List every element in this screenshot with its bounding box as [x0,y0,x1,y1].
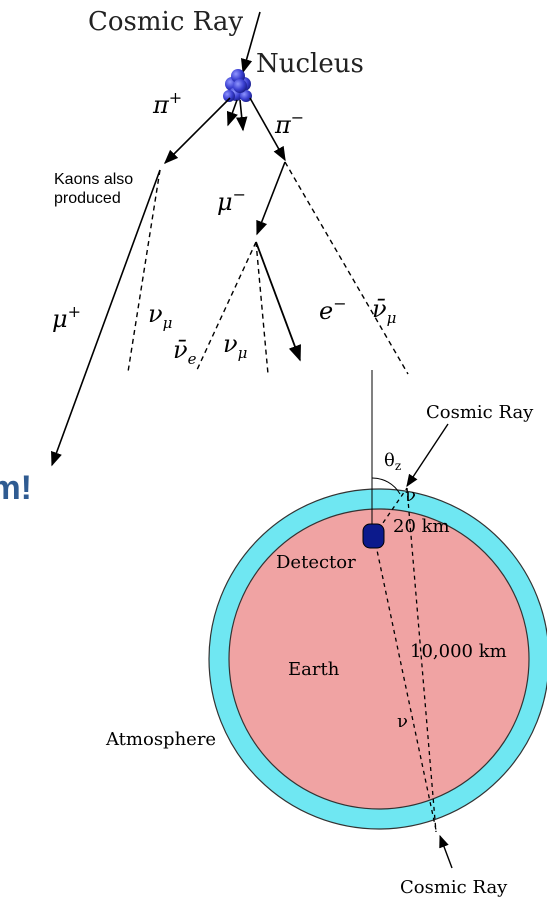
detector-label: Detector [276,552,356,573]
nucleus-icon [223,69,252,102]
pi-plus-track [163,97,231,165]
earth-atmosphere-diagram: Cosmic Ray θz ν 20 km Detector 10,000 km… [105,370,547,898]
electron-track [255,241,301,362]
pi-plus-label: π+ [152,88,182,119]
bottom-cosmic-ray-arrow [439,834,453,869]
nu-top-label: ν [405,485,416,506]
mu-minus-track [256,161,286,236]
nu-mu-bar-label: ν̄μ [372,295,396,327]
pi-minus-track [249,97,286,162]
top-cosmic-ray-arrow [406,423,449,488]
theta-z-label: θz [384,450,401,473]
partial-slide-text: m! [0,469,32,507]
nu-mu-track-2 [255,241,269,375]
mu-plus-track [51,169,161,467]
nu-mu-track-1 [127,169,161,373]
neutrino-path [406,487,437,833]
nu-e-bar-label: ν̄e [173,336,197,368]
bottom-cosmic-ray-label: Cosmic Ray [400,877,508,898]
mu-plus-label: μ+ [52,302,81,333]
distance-20km-label: 20 km [393,516,450,537]
nu-mu-label-1: νμ [148,300,172,332]
nucleus-label: Nucleus [256,49,364,79]
e-minus-label: e− [319,294,347,325]
nu-mu-label-2: νμ [223,330,247,362]
pi-minus-label: π− [274,108,304,139]
cosmic-ray-label: Cosmic Ray [88,7,243,37]
detector-path-long [373,535,437,831]
zenith-angle-arc [371,477,401,495]
detector-icon [362,523,385,549]
nu-bottom-label: ν [397,711,408,732]
short-track-2 [235,99,248,132]
distance-10000km-label: 10,000 km [410,641,507,662]
mu-minus-label: μ− [217,185,246,216]
earth-body [228,508,530,810]
nu-e-bar-track [195,241,257,373]
incoming-cosmic-ray-arrow [240,11,261,74]
air-shower-diagram: Cosmic Ray Nucleus π+ π− Kaons also prod… [51,7,409,467]
kaons-note: Kaons also produced [54,171,138,207]
top-cosmic-ray-label: Cosmic Ray [426,402,534,423]
short-track-1 [226,99,238,127]
nu-mu-bar-track [284,161,409,375]
atmosphere-label: Atmosphere [105,729,216,750]
earth-label: Earth [288,659,340,680]
